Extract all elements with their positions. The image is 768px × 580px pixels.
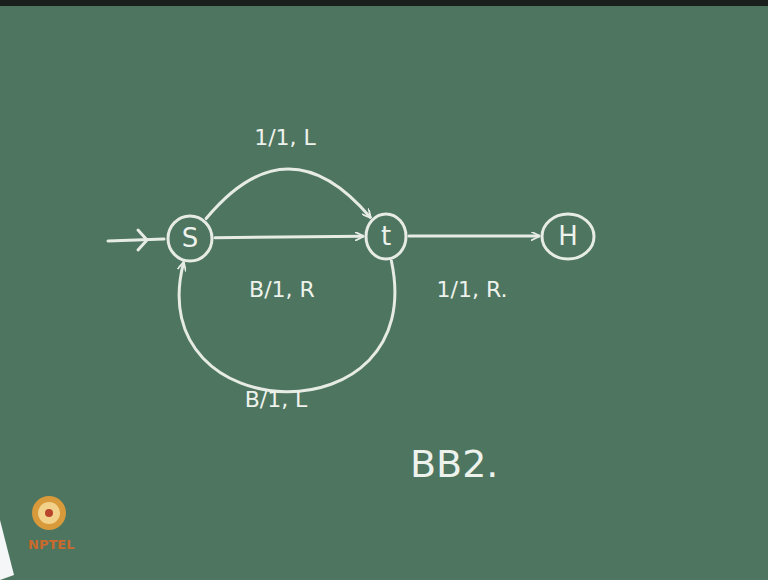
transition-arrow <box>179 261 395 392</box>
transition-arrow <box>206 169 370 219</box>
start-arrow <box>108 230 164 250</box>
logo-center <box>45 509 53 517</box>
logo-wheel <box>32 496 66 530</box>
state-ellipse <box>168 216 212 261</box>
corner-light <box>0 520 14 580</box>
state-name: t <box>381 223 391 249</box>
state-ellipse <box>366 214 406 259</box>
transition-label: B/1, L <box>245 389 308 411</box>
transition-label: 1/1, R. <box>437 279 508 301</box>
state-circle: H <box>540 212 596 261</box>
board-top-edge <box>0 0 768 6</box>
state-name: S <box>182 225 199 251</box>
state-name: H <box>558 223 578 249</box>
transition-label: B/1, R <box>249 279 315 301</box>
start-line <box>108 239 164 241</box>
start-tick <box>138 230 147 250</box>
transition-arrow <box>409 235 539 238</box>
board-note: BB2. <box>410 445 498 483</box>
logo-hub <box>38 502 60 524</box>
state-circle: t <box>364 212 408 261</box>
state-circle: S <box>166 214 214 263</box>
logo-text: NPTEL <box>28 538 74 551</box>
transition-label: 1/1, L <box>254 127 316 149</box>
state-ellipse <box>542 214 594 259</box>
transition-arrow <box>215 236 363 238</box>
nptel-logo <box>32 496 66 530</box>
